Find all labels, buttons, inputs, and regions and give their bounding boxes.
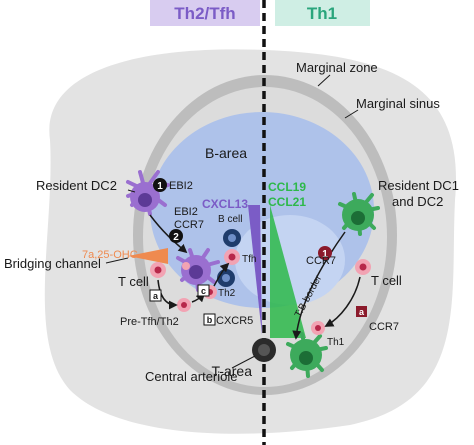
step-2-left: 2: [169, 229, 183, 243]
cxcr5-label: CXCR5: [216, 315, 253, 327]
th1-label: Th1: [327, 337, 345, 348]
tfh-label: Tfh: [242, 254, 256, 265]
ccr7-right-label: CCR7: [306, 255, 336, 267]
b-cell: [223, 229, 241, 247]
ccl21-label: CCL21: [268, 195, 306, 209]
pointer-marginal-zone: [317, 74, 331, 87]
svg-text:1: 1: [322, 249, 328, 260]
t-cell-right-label: T cell: [371, 273, 402, 288]
pointer-dc2: [127, 189, 136, 193]
step-1-left: 1: [153, 178, 167, 192]
marginal-zone-label: Marginal zone: [296, 60, 378, 75]
resident-dc1-cell: [338, 192, 380, 236]
svg-text:b: b: [207, 315, 213, 325]
ebi2-top-label: EBI2: [169, 180, 193, 192]
svg-text:a: a: [153, 291, 159, 301]
th1-dc-cell: [286, 332, 328, 378]
th2-tfh-header: Th2/Tfh: [150, 0, 260, 26]
step-1-right: 1: [318, 246, 332, 260]
migrating-dc2-cell: [176, 248, 220, 292]
resident-dc1-label-line1: Resident DC1: [378, 178, 459, 193]
svg-text:a: a: [359, 307, 365, 317]
b-cell-label: B cell: [218, 214, 242, 225]
central-arteriole-label: Central arteriole: [145, 369, 238, 384]
arrow-tcell-right-to-th1: [324, 276, 361, 327]
ebi2-label: EBI2: [174, 206, 198, 218]
svg-text:c: c: [201, 286, 206, 296]
b-cell-lower: [217, 269, 235, 287]
t-cell-right: [355, 259, 371, 275]
ohc-label: 7a,25-OHC: [82, 249, 138, 261]
resident-dc2-cell: [126, 170, 170, 216]
pointer-central-arteriole: [231, 355, 256, 369]
pointer-marginal-sinus: [344, 109, 359, 119]
ohc-gradient: [128, 248, 168, 264]
cxcl13-gradient: [248, 205, 262, 335]
svg-text:2: 2: [173, 232, 179, 243]
marginal-sinus-label: Marginal sinus: [356, 96, 440, 111]
pointer-bridging: [105, 257, 129, 264]
step-a-right: a: [356, 306, 367, 317]
step-b-left: b: [203, 313, 216, 326]
th1-cell: [311, 321, 325, 335]
resident-dc1-label-line2: and DC2: [392, 194, 443, 209]
b-area-label: B-area: [205, 145, 247, 161]
bridging-channel-label: Bridging channel: [4, 256, 101, 271]
ccr7-left-label: CCR7: [174, 219, 204, 231]
resident-dc2-label: Resident DC2: [36, 178, 117, 193]
arrow-tcell-to-pre: [157, 279, 178, 310]
cxcl13-label: CXCL13: [202, 197, 248, 211]
svg-text:1: 1: [157, 181, 163, 192]
pre-tfh-label: Pre-Tfh/Th2: [120, 316, 179, 328]
th2-label: Th2: [218, 288, 236, 299]
arrow-th2-to-tfh: [213, 262, 230, 287]
th1-header: Th1: [275, 0, 370, 26]
header-right-text: Th1: [307, 4, 337, 23]
t-area-label: T-area: [212, 363, 253, 379]
t-cell-left-label: T cell: [118, 274, 149, 289]
step-c-left: c: [197, 284, 210, 297]
ccl19-label: CCL19: [268, 180, 306, 194]
step-a-left: a: [149, 289, 162, 302]
header-left-text: Th2/Tfh: [174, 4, 235, 23]
ccr7-bottom-label: CCR7: [369, 321, 399, 333]
tfh-cell: [224, 249, 240, 265]
arrow-dc1-to-border: [292, 231, 346, 340]
pre-tfh-cell: [177, 298, 191, 312]
ccl-gradient: [270, 205, 306, 338]
t-cell-left: [150, 262, 166, 278]
